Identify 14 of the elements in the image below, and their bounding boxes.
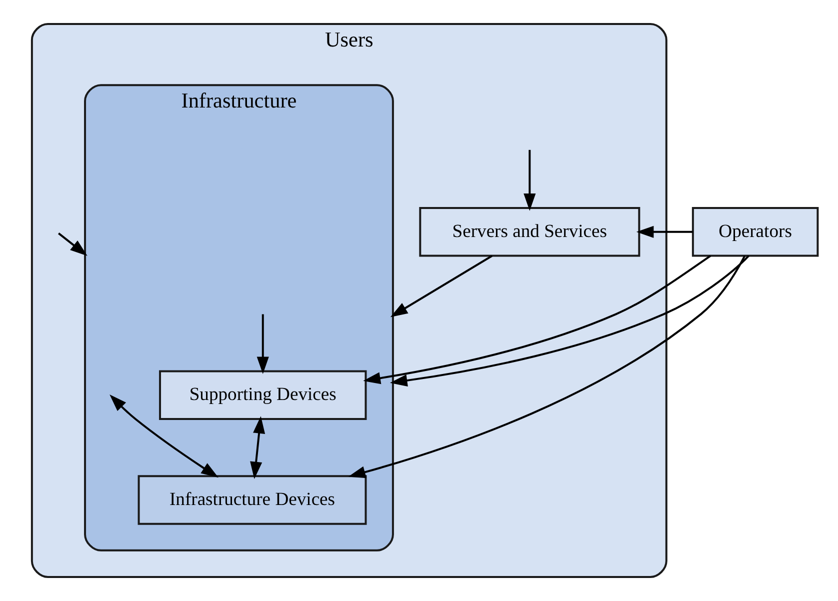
arrow [256, 314, 268, 374]
arrow [250, 416, 265, 480]
node-box: Supporting Devices [158, 370, 366, 420]
arrow [109, 394, 218, 478]
arrow [362, 255, 711, 384]
arrow [636, 226, 692, 238]
node-box: Servers and Services [418, 207, 640, 257]
arrow [389, 255, 749, 386]
arrow [348, 255, 746, 478]
arrow [390, 255, 492, 318]
node-box: Infrastructure Devices [137, 475, 366, 525]
arrow [523, 150, 536, 211]
node-box: Operators [691, 207, 818, 257]
arrow [58, 232, 87, 256]
